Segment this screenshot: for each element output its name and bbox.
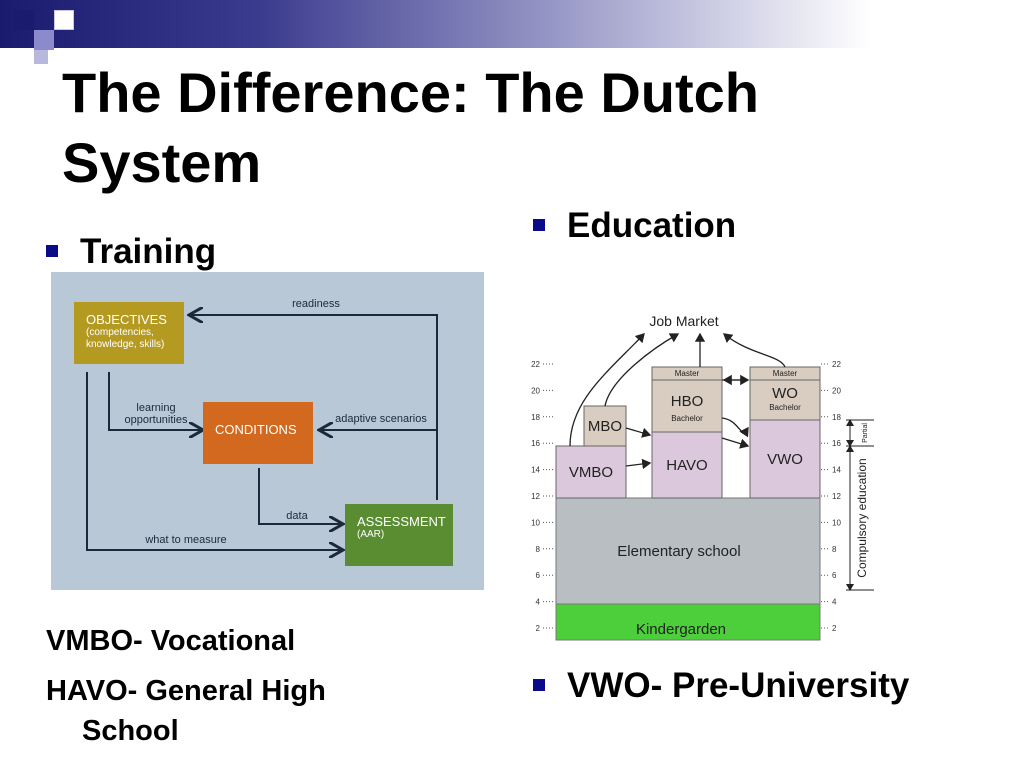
age-tick-right: 16 — [832, 439, 841, 448]
hbo-master-block — [651, 366, 723, 381]
learning-label-line2: opportunities — [124, 414, 188, 426]
age-tick-right: 6 — [832, 571, 837, 580]
objectives-title: OBJECTIVES — [86, 312, 167, 327]
data-label: data — [286, 510, 308, 522]
elementary-label: Elementary school — [617, 543, 740, 560]
bullet-education: Education — [533, 206, 736, 246]
hbo-block — [651, 379, 723, 433]
job-market-label: Job Market — [649, 313, 718, 329]
kindergarden-block — [555, 603, 821, 641]
vwo-label: VWO — [767, 451, 803, 468]
bullet-square-icon — [533, 218, 545, 231]
age-tick-right: 8 — [832, 545, 837, 554]
learning-label-line1: learning — [136, 402, 176, 414]
age-tick-left: 10 — [531, 518, 540, 527]
age-tick-right: 20 — [832, 386, 841, 395]
training-diagram: OBJECTIVES (competencies, knowledge, ski… — [51, 272, 484, 590]
hbo-master-label: Master — [675, 369, 700, 378]
age-tick-right: 2 — [832, 624, 837, 633]
compulsory-label: Compulsory education — [855, 458, 869, 577]
mbo-label: MBO — [588, 418, 622, 435]
age-tick-left: 2 — [536, 624, 541, 633]
wo-bachelor-label: Bachelor — [769, 403, 801, 412]
age-tick-right: 18 — [832, 413, 841, 422]
adaptive-label: adaptive scenarios — [335, 413, 427, 425]
wo-master-label: Master — [773, 369, 798, 378]
education-heading: Education — [567, 206, 737, 245]
age-tick-right: 14 — [832, 466, 841, 475]
vmbo-note: VMBO- Vocational — [46, 625, 296, 657]
conditions-box: CONDITIONS — [203, 402, 313, 464]
assessment-title: ASSESSMENT — [357, 514, 446, 529]
what-to-measure-label: what to measure — [145, 534, 227, 546]
bullet-training: Training — [46, 232, 216, 272]
age-tick-right: 10 — [832, 518, 841, 527]
square-white — [54, 10, 74, 30]
learning-label: learning opportunities — [111, 402, 201, 426]
assessment-box: ASSESSMENT (AAR) — [345, 504, 453, 566]
vwo-block — [749, 419, 821, 499]
wo-block — [749, 379, 821, 421]
age-tick-right: 12 — [832, 492, 841, 501]
age-tick-left: 4 — [536, 598, 541, 607]
age-tick-right: 4 — [832, 598, 837, 607]
kindergarden-label: Kindergarden — [636, 621, 726, 638]
square-light — [34, 30, 54, 50]
age-tick-left: 18 — [531, 413, 540, 422]
assessment-sub: (AAR) — [357, 529, 385, 540]
age-tick-left: 12 — [531, 492, 540, 501]
age-tick-left: 20 — [531, 386, 540, 395]
wo-label: WO — [772, 385, 798, 402]
age-tick-right: 22 — [832, 360, 841, 369]
training-arrows — [86, 272, 438, 590]
age-tick-left: 6 — [536, 571, 541, 580]
objectives-sub1: (competencies, — [86, 327, 154, 338]
age-tick-left: 16 — [531, 439, 540, 448]
header-gradient-bar — [0, 0, 1024, 48]
hbo-label: HBO — [671, 393, 704, 410]
bullet-vwo: VWO- Pre-University — [533, 666, 909, 706]
vwo-note: VWO- Pre-University — [567, 666, 910, 705]
havo-note-line2: School — [82, 715, 179, 747]
havo-label: HAVO — [666, 457, 707, 474]
bullet-square-icon — [46, 244, 58, 257]
objectives-box: OBJECTIVES (competencies, knowledge, ski… — [74, 302, 184, 364]
havo-block — [651, 431, 723, 499]
age-tick-left: 22 — [531, 360, 540, 369]
readiness-label: readiness — [292, 298, 340, 310]
conditions-title: CONDITIONS — [215, 422, 297, 437]
training-heading: Training — [80, 232, 217, 271]
elementary-block — [555, 497, 821, 605]
objectives-sub2: knowledge, skills) — [86, 339, 165, 350]
bullet-square-icon — [533, 678, 545, 691]
square-dark — [14, 10, 34, 30]
partial-label: Partial — [862, 423, 869, 443]
slide-title: The Difference: The Dutch System — [62, 61, 759, 194]
havo-note-line1: HAVO- General High — [46, 675, 326, 707]
age-tick-left: 8 — [536, 545, 541, 554]
age-tick-left: 14 — [531, 466, 540, 475]
hbo-bachelor-label: Bachelor — [671, 414, 703, 423]
square-small — [34, 50, 48, 64]
vmbo-label: VMBO — [569, 464, 613, 481]
decorative-squares — [0, 0, 80, 70]
